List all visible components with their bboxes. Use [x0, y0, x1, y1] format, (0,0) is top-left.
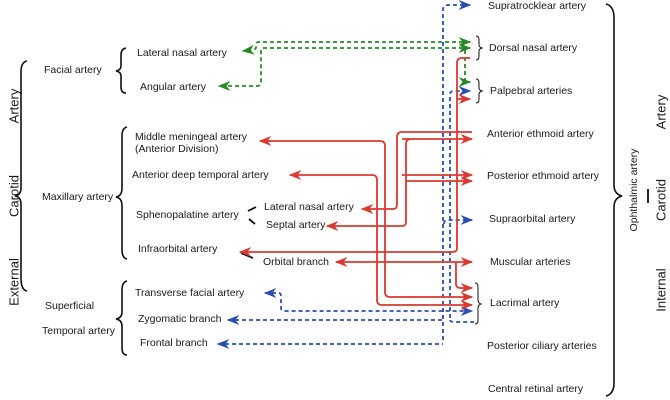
sphenopalatine-tick-down — [248, 218, 256, 225]
red-orbital-to-lacrimal — [455, 262, 474, 294]
transverse-facial-label: Transverse facial artery — [135, 287, 245, 299]
right-title-carotid: Carotid — [653, 179, 669, 221]
blue-transverse-facial — [263, 287, 474, 317]
posterior-ethmoid-label: Posterior ethmoid artery — [487, 170, 600, 182]
red-lateral-nasal-sphenopalatine — [360, 131, 472, 215]
left-title-external: External — [6, 258, 22, 306]
facial-brace — [115, 47, 127, 94]
facial-lateral-nasal-label: Lateral nasal artery — [137, 47, 227, 59]
infraorbital-label: Infraorbital artery — [138, 243, 218, 255]
middle-meningeal-label: Middle meningeal artery — [135, 131, 248, 143]
blue-lacrimal-stub — [449, 319, 476, 323]
superficial-temporal-brace — [115, 280, 128, 356]
septal-artery-label: Septal artery — [266, 219, 326, 231]
posterior-ciliary-label: Posterior ciliary arteries — [487, 340, 597, 352]
sphenopalatine-lateral-nasal-label: Lateral nasal artery — [264, 201, 354, 213]
left-title-artery: Artery — [6, 88, 22, 124]
blue-supratrochlear — [442, 0, 472, 340]
ophthalmic-artery-label: Ophthalmic artery — [628, 148, 640, 232]
external-carotid-brace — [14, 60, 28, 292]
dorsal-nasal-brace — [475, 35, 484, 61]
blue-palpebral — [449, 85, 472, 318]
anterior-division-label: (Anterior Division) — [135, 143, 219, 155]
green-dorsal-to-palpebral — [458, 50, 472, 88]
right-title-internal: Internal — [653, 268, 669, 312]
lacrimal-label: Lacrimal artery — [490, 297, 560, 309]
infraorbital-tick — [240, 252, 254, 259]
frontal-branch-label: Frontal branch — [140, 337, 208, 349]
lacrimal-brace — [474, 282, 483, 325]
anterior-ethmoid-label: Anterior ethmoid artery — [487, 128, 594, 140]
sphenopalatine-label: Sphenopalatine artery — [136, 209, 239, 221]
blue-supraorbital — [443, 214, 474, 226]
green-dorsal-to-lateral-nasal — [241, 41, 470, 55]
green-dorsal-to-angular — [217, 47, 470, 92]
supraorbital-label: Supraorbital artery — [489, 213, 576, 225]
orbital-branch-label: Orbital branch — [263, 256, 329, 268]
right-title-artery: Artery — [653, 94, 669, 130]
maxillary-artery-label: Maxillary artery — [42, 191, 114, 203]
temporal-artery-label: Temporal artery — [42, 325, 115, 337]
anterior-deep-temporal-label: Anterior deep temporal artery — [132, 169, 269, 181]
left-title-carotid: Carotid — [6, 175, 22, 217]
superficial-label: Superficial — [45, 300, 95, 312]
zygomatic-branch-label: Zygomatic branch — [138, 313, 222, 325]
palpebral-label: Palpebral arteries — [490, 85, 573, 97]
angular-artery-label: Angular artery — [140, 81, 206, 93]
maxillary-brace — [115, 126, 128, 260]
supratrochlear-label: Supratrocklear artery — [488, 0, 587, 12]
central-retinal-label: Central retinal artery — [488, 383, 584, 395]
sphenopalatine-tick-up — [247, 206, 257, 212]
red-septal — [325, 138, 412, 232]
palpebral-brace — [475, 78, 484, 104]
dorsal-nasal-label: Dorsal nasal artery — [489, 42, 578, 54]
facial-artery-label: Facial artery — [44, 64, 102, 76]
red-anterior-deep-temporal — [288, 169, 474, 311]
ophthalmic-brace — [605, 3, 623, 397]
muscular-label: Muscular arteries — [490, 256, 571, 268]
